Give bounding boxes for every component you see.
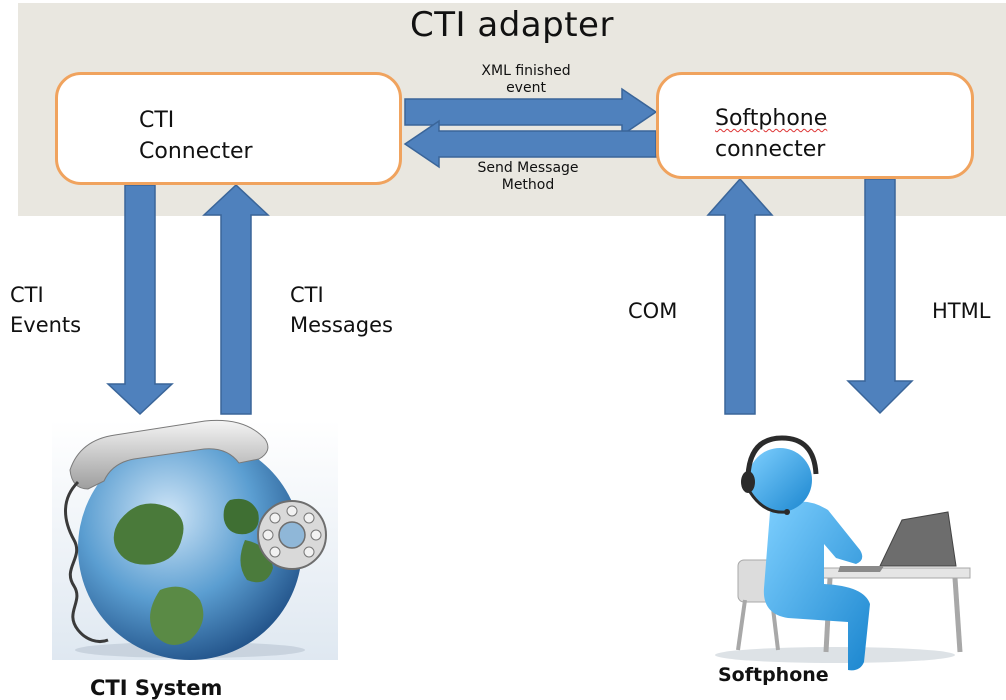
globe-telephone-icon [52,419,338,660]
cti-adapter-title: CTI adapter [410,5,614,45]
agent-headset-laptop-icon [715,435,971,671]
xml-finished-event-label: XML finished event [426,63,626,97]
softphone-connector-label-line1: Softphone [715,106,828,131]
softphone-connector-label: Softphone connecter [715,103,827,165]
arrow-html [846,178,914,415]
cti-connector-label-line2: Connecter [139,139,253,164]
cti-events-label-line2: Events [10,313,82,337]
arrow-com [706,177,774,415]
cti-messages-label-line2: Messages [290,313,393,337]
send-message-method-label: Send Message Method [428,160,628,194]
cti-messages-label: CTI Messages [290,280,393,340]
softphone-connector-label-line2: connecter [715,137,826,162]
cti-messages-label-line1: CTI [290,283,324,307]
cti-events-label: CTI Events [10,280,81,340]
html-label: HTML [932,299,991,323]
softphone-caption: Softphone [718,664,829,686]
cti-events-label-line1: CTI [10,283,44,307]
arrow-cti-events [106,184,174,416]
softphone-connector-node: Softphone connecter [656,72,974,179]
arrow-send-message-method [403,119,657,169]
xml-finished-event-label-line2: event [506,80,546,96]
arrow-xml-finished-event [404,87,658,137]
cti-connector-label-line1: CTI [139,108,175,133]
com-label: COM [628,299,678,323]
xml-finished-event-label-line1: XML finished [481,63,571,79]
send-message-method-label-line2: Method [501,177,555,193]
cti-connector-node: CTI Connecter [55,72,402,185]
send-message-method-label-line1: Send Message [477,160,579,176]
cti-connector-label: CTI Connecter [139,105,253,167]
arrow-cti-messages [202,183,270,415]
cti-system-caption: CTI System [90,676,223,700]
